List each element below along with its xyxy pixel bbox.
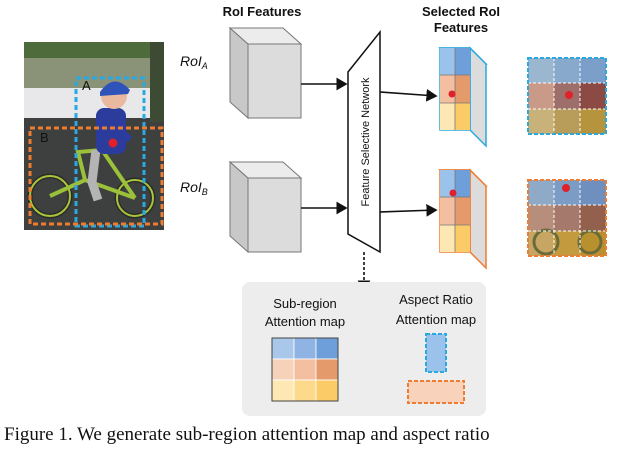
aspect-vertical-box <box>425 333 447 373</box>
input-photo: A B <box>24 42 164 230</box>
aspect-horizontal-box <box>407 380 465 404</box>
network-label: Feature Selective Network <box>360 77 372 206</box>
subregion-map-border <box>271 337 339 402</box>
roi-box-b <box>28 126 164 226</box>
photo-attention-point <box>108 138 118 148</box>
subregion-cell <box>293 379 317 402</box>
roi-b-label: RoIB <box>180 179 208 197</box>
subregion-cell <box>271 337 295 360</box>
subregion-cell <box>315 379 339 402</box>
roi-a-cube <box>228 26 303 120</box>
box-a-label: A <box>82 78 91 93</box>
selected-title-line1: Selected RoI <box>422 4 500 19</box>
roi-b-cube <box>228 160 303 254</box>
roi-box-a <box>74 76 146 228</box>
aspect-title-line2: Attention map <box>396 312 476 327</box>
figure-caption: Figure 1. We generate sub-region attenti… <box>4 424 490 445</box>
subregion-title-line2: Attention map <box>265 314 345 329</box>
arrow-network-to-selected-a <box>379 88 438 102</box>
selected-cube-b <box>438 168 488 270</box>
feature-selective-network <box>347 29 381 254</box>
roi-a-label: RoIA <box>180 53 208 71</box>
subregion-cell <box>271 379 295 402</box>
selected-title-line2: Features <box>434 20 488 35</box>
attention-grid-a <box>527 57 607 135</box>
subregion-cell <box>271 358 295 381</box>
arrow-network-to-selected-b <box>379 203 438 217</box>
selected-cube-a <box>438 46 488 148</box>
subregion-cell <box>293 358 317 381</box>
subregion-cell <box>315 358 339 381</box>
attention-grid-b <box>527 179 607 257</box>
subregion-cell <box>315 337 339 360</box>
aspect-title-line1: Aspect Ratio <box>399 292 473 307</box>
subregion-cell <box>293 337 317 360</box>
subregion-attention-map <box>271 337 339 402</box>
box-b-label: B <box>40 130 49 145</box>
roi-features-title: RoI Features <box>223 4 302 19</box>
subregion-title-line1: Sub-region <box>273 296 337 311</box>
